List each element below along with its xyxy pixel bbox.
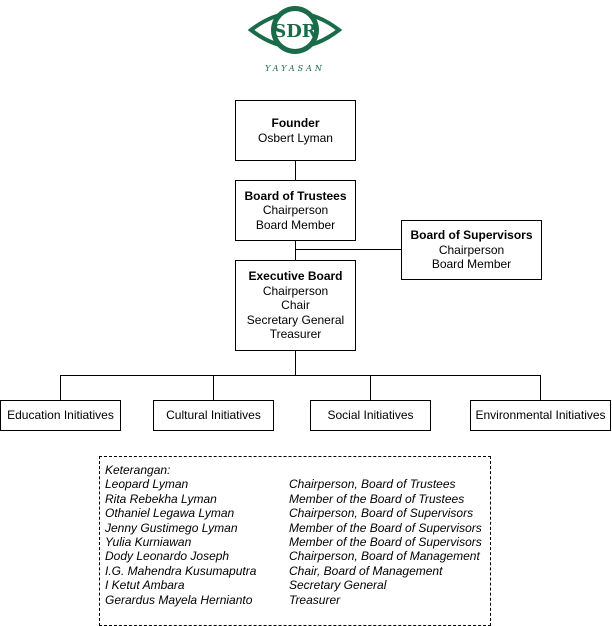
connector-trustees-executive [295, 240, 296, 260]
legend-name: Jenny Gustimego Lyman [105, 520, 238, 535]
legend-name: Dody Leonardo Joseph [105, 549, 230, 564]
education-initiatives-box: Education Initiatives [0, 400, 121, 431]
social-initiatives-label: Social Initiatives [327, 408, 414, 423]
legend-roles: Chairperson, Board of Trustees Member of… [289, 477, 482, 607]
founder-name: Osbert Lyman [258, 130, 333, 145]
logo-caption: YAYASAN [265, 64, 325, 73]
legend-role: Chair, Board of Management [289, 563, 443, 578]
connector-environmental [540, 375, 541, 400]
trustees-box: Board of Trustees Chairperson Board Memb… [235, 180, 356, 241]
education-initiatives-label: Education Initiatives [7, 408, 114, 423]
environmental-initiatives-label: Environmental Initiatives [475, 408, 606, 423]
legend-role: Secretary General [289, 578, 387, 593]
legend-heading: Keterangan: [105, 463, 171, 477]
environmental-initiatives-box: Environmental Initiatives [470, 400, 611, 431]
trustees-role-2: Board Member [255, 217, 336, 232]
legend-role: Member of the Board of Supervisors [289, 520, 482, 535]
cultural-initiatives-label: Cultural Initiatives [166, 408, 261, 423]
connector-supervisors [295, 249, 401, 250]
social-initiatives-box: Social Initiatives [310, 400, 431, 431]
legend-box: Keterangan: Leopard Lyman Rita Rebekha L… [99, 456, 491, 626]
connector-initiatives-bus [60, 375, 541, 376]
legend-name: Leopard Lyman [105, 477, 189, 492]
yayasan-logo: SDR YAYASAN [247, 0, 343, 78]
legend-name: Othaniel Legawa Lyman [105, 506, 235, 521]
legend-role: Member of the Board of Trustees [289, 491, 465, 506]
legend-name: Gerardus Mayela Hernianto [105, 592, 253, 607]
executive-title: Executive Board [248, 269, 343, 284]
legend-role: Member of the Board of Supervisors [289, 535, 482, 550]
supervisors-role-2: Board Member [431, 257, 512, 272]
legend-role: Chairperson, Board of Supervisors [289, 506, 474, 521]
trustees-role-1: Chairperson [262, 203, 329, 218]
supervisors-box: Board of Supervisors Chairperson Board M… [401, 220, 542, 280]
legend-role: Chairperson, Board of Management [289, 549, 480, 564]
executive-box: Executive Board Chairperson Chair Secret… [235, 260, 356, 351]
supervisors-role-1: Chairperson [438, 242, 505, 257]
legend-role: Chairperson, Board of Trustees [289, 477, 456, 492]
executive-role-2: Chair [281, 298, 310, 313]
logo-emblem-icon: SDR YAYASAN [247, 6, 343, 73]
connector-cultural [213, 375, 214, 400]
legend-name: I.G. Mahendra Kusumaputra [105, 563, 257, 578]
connector-education [60, 375, 61, 400]
legend-name: Yulia Kurniawan [105, 535, 192, 550]
legend-names: Keterangan: Leopard Lyman Rita Rebekha L… [105, 463, 256, 607]
connector-executive-bus [295, 350, 296, 375]
supervisors-title: Board of Supervisors [410, 228, 533, 243]
trustees-title: Board of Trustees [244, 188, 347, 203]
founder-title: Founder [271, 116, 320, 130]
executive-role-1: Chairperson [262, 283, 329, 298]
legend-role: Treasurer [289, 592, 341, 607]
legend-name: Rita Rebekha Lyman [105, 491, 217, 506]
founder-box: Founder Osbert Lyman [235, 100, 356, 161]
connector-social [370, 375, 371, 400]
executive-role-3: Secretary General [246, 312, 345, 327]
logo-monogram: SDR [273, 21, 318, 42]
cultural-initiatives-box: Cultural Initiatives [153, 400, 274, 431]
legend-name: I Ketut Ambara [105, 578, 185, 593]
connector-founder-trustees [295, 160, 296, 180]
executive-role-4: Treasurer [269, 327, 322, 342]
